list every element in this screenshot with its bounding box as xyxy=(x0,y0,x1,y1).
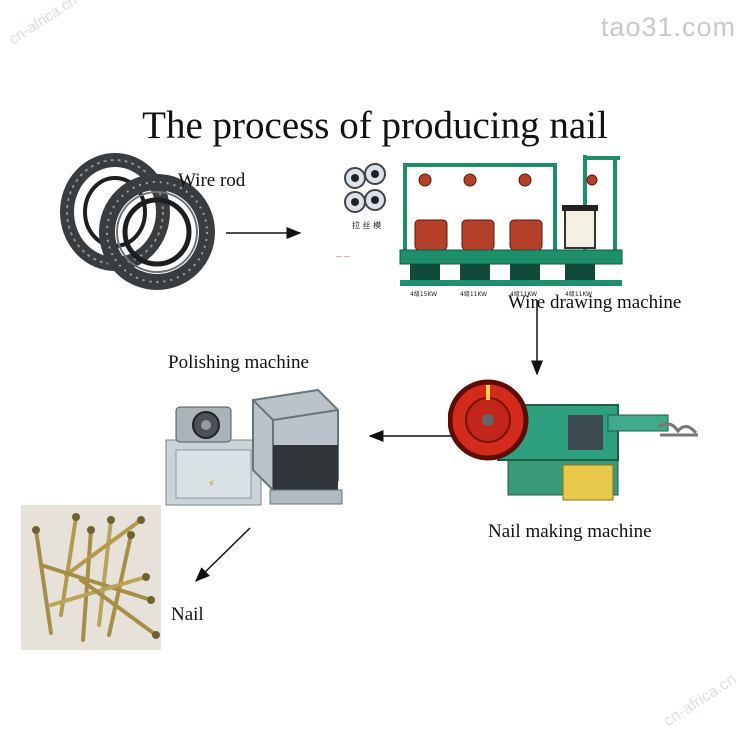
watermark-top-left: cn-africa.cn xyxy=(6,0,81,49)
polishing-machine-label: Polishing machine xyxy=(168,352,309,373)
wire-drawing-machine-label: Wire drawing machine xyxy=(508,292,682,313)
svg-text:— —: — — xyxy=(336,253,350,260)
wire-rod-label: Wire rod xyxy=(178,170,246,191)
die-caption: 拉 丝 模 xyxy=(352,220,381,230)
die-set-icon xyxy=(344,163,386,213)
watermark-top-right: tao31.com xyxy=(600,12,736,42)
watermark-bottom-right: cn-africa.cn xyxy=(661,670,740,731)
arrow-polishing-to-nail xyxy=(194,527,251,583)
nail-making-machine-image xyxy=(448,365,708,515)
polishing-machine-image: ⚡ xyxy=(158,385,348,515)
nail-image xyxy=(21,505,161,650)
svg-text:⚡: ⚡ xyxy=(208,479,215,490)
wire-rod-image xyxy=(55,150,215,290)
motor-label-2: 4级11KW xyxy=(460,290,487,298)
nail-label: Nail xyxy=(171,604,204,625)
wire-drawing-machine-image: 拉 丝 模 — — 4级15KW 4 xyxy=(330,150,630,300)
page-title: The process of producing nail xyxy=(142,104,608,147)
nail-making-machine-label: Nail making machine xyxy=(488,521,652,542)
motor-label-1: 4级15KW xyxy=(410,290,437,298)
motor-label-3: 4级11KW xyxy=(510,290,537,298)
motor-label-4: 4级11KW xyxy=(565,290,592,298)
